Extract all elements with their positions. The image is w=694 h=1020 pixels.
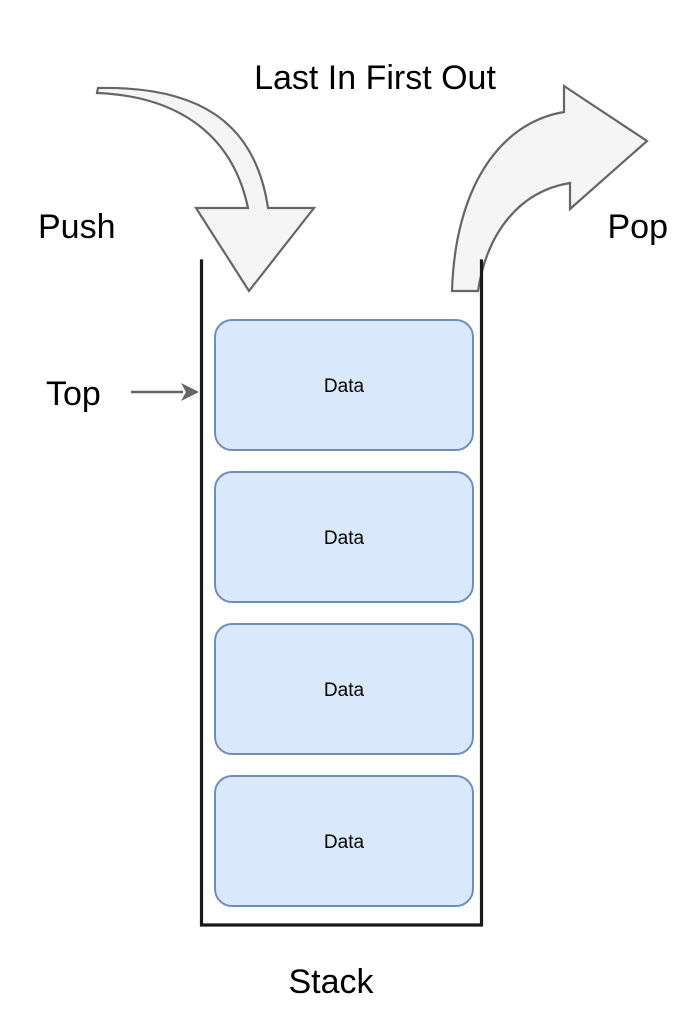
data-box[interactable] [214, 623, 474, 755]
data-box[interactable] [214, 775, 474, 907]
data-box-label: Data [324, 832, 365, 853]
push-arrow-icon [95, 86, 317, 293]
top-pointer-label: Top [46, 375, 101, 413]
stack-cell[interactable]: Data [214, 775, 474, 907]
diagram-title: Last In First Out [254, 59, 496, 97]
stack-caption: Stack [288, 963, 374, 1001]
data-box-label: Data [324, 528, 365, 549]
pop-arrow-icon [450, 83, 649, 293]
data-box[interactable] [214, 471, 474, 603]
data-box[interactable] [214, 319, 474, 451]
data-box-label: Data [324, 376, 365, 397]
stack-container [199, 259, 484, 927]
top-pointer-arrow-icon [181, 383, 199, 401]
stack-cell[interactable]: Data [214, 471, 474, 603]
pop-label: Pop [608, 208, 669, 246]
data-box-label: Data [324, 680, 365, 701]
push-label: Push [38, 208, 116, 246]
stack-cells: Data Data Data Data [214, 319, 474, 907]
stack-cell[interactable]: Data [214, 319, 474, 451]
stack-cell[interactable]: Data [214, 623, 474, 755]
